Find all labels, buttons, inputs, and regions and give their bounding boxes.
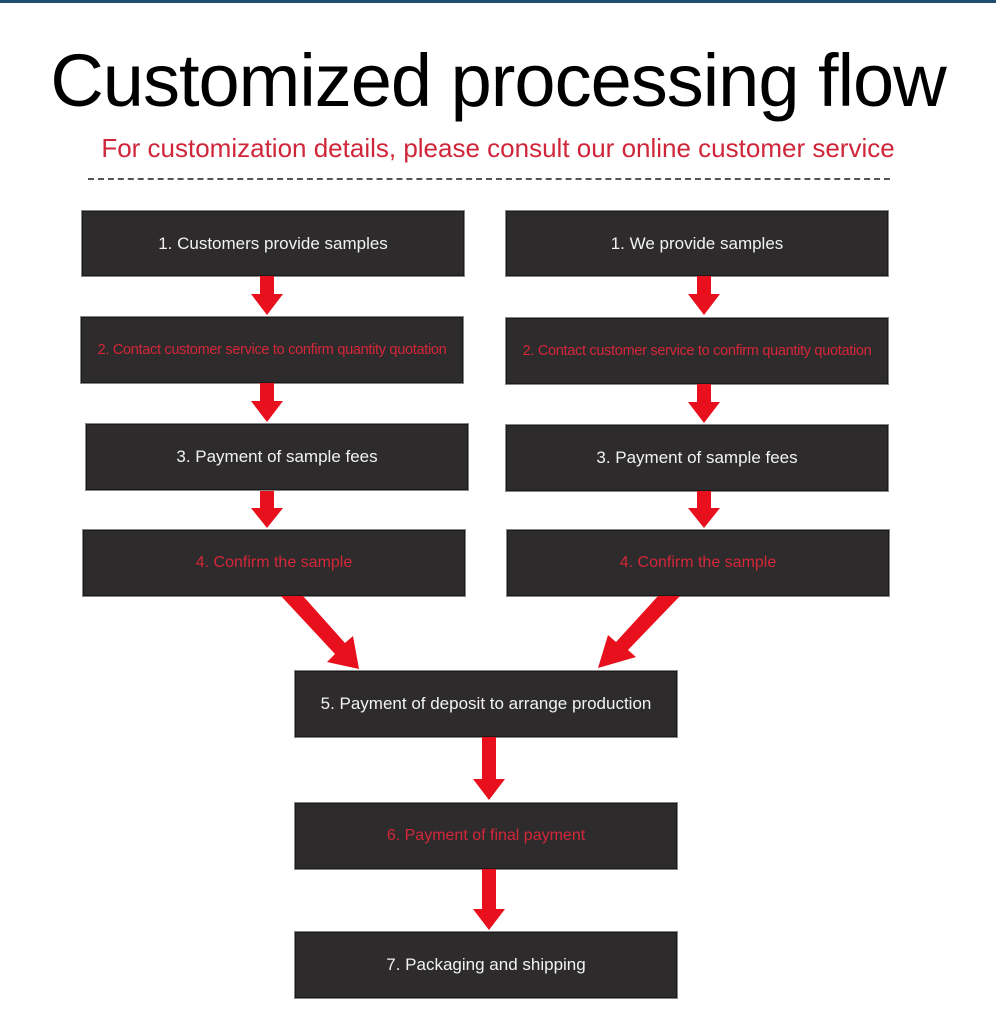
left-step-3: 3. Payment of sample fees xyxy=(85,423,469,491)
arrow-left-4-to-5 xyxy=(281,596,359,669)
left-step-2: 2. Contact customer service to confirm q… xyxy=(80,316,464,384)
arrow-right-3-4 xyxy=(688,491,720,528)
arrow-6-7 xyxy=(473,869,505,930)
step-6-final-payment: 6. Payment of final payment xyxy=(294,802,678,870)
step-7-shipping: 7. Packaging and shipping xyxy=(294,931,678,999)
step-5-deposit: 5. Payment of deposit to arrange product… xyxy=(294,670,678,738)
arrow-right-2-3 xyxy=(688,384,720,423)
arrow-right-1-2 xyxy=(688,276,720,315)
arrow-left-2-3 xyxy=(251,383,283,422)
top-border xyxy=(0,0,996,3)
arrow-right-4-to-5 xyxy=(598,596,680,668)
left-step-1: 1. Customers provide samples xyxy=(81,210,465,277)
right-step-3: 3. Payment of sample fees xyxy=(505,424,889,492)
page-title: Customized processing flow xyxy=(50,39,946,122)
page-subtitle: For customization details, please consul… xyxy=(101,133,895,163)
arrow-left-3-4 xyxy=(251,491,283,528)
arrow-left-1-2 xyxy=(251,276,283,315)
right-step-1: 1. We provide samples xyxy=(505,210,889,277)
dashed-divider xyxy=(88,178,890,180)
arrow-5-6 xyxy=(473,737,505,800)
right-step-4: 4. Confirm the sample xyxy=(506,529,890,597)
left-step-4: 4. Confirm the sample xyxy=(82,529,466,597)
right-step-2: 2. Contact customer service to confirm q… xyxy=(505,317,889,385)
